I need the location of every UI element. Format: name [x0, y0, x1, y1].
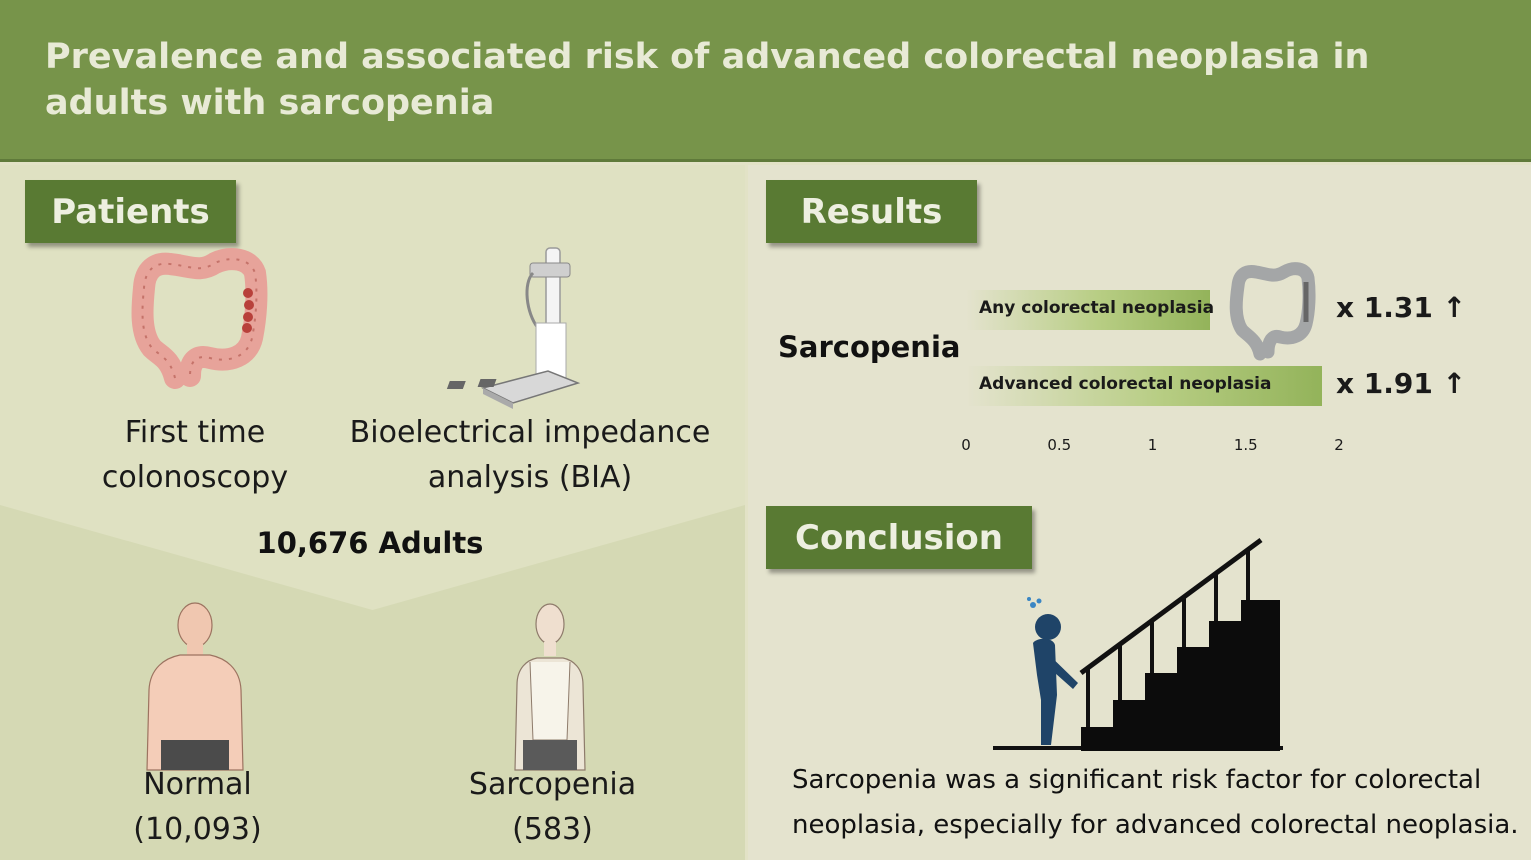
- x-tick-label: 0.5: [1047, 436, 1072, 454]
- bia-machine-icon: [446, 247, 581, 409]
- x-tick-label: 1: [1147, 436, 1158, 454]
- x-tick-label: 1.5: [1233, 436, 1258, 454]
- bar-1: [966, 366, 1323, 406]
- person-climbing-stairs-icon: [993, 537, 1283, 751]
- normal-person-icon: [146, 602, 244, 771]
- sarcopenia-caption: Sarcopenia (583): [440, 762, 665, 852]
- conclusion-text: Sarcopenia was a significant risk factor…: [792, 765, 1519, 840]
- bar-0: [966, 290, 1211, 330]
- title-banner: Prevalence and associated risk of advanc…: [0, 0, 1531, 162]
- bia-line2: analysis (BIA): [427, 460, 633, 495]
- conclusion-heading: Conclusion: [766, 506, 1032, 569]
- total-adults: 10,676 Adults: [256, 526, 484, 560]
- bar-label-1: Advanced colorectal neoplasia: [979, 374, 1272, 394]
- x-tick-label: 0: [961, 436, 971, 454]
- sarcopenia-label: Sarcopenia: [468, 767, 637, 802]
- bia-line1: Bioelectrical impedance: [349, 415, 711, 450]
- bar-label-0: Any colorectal neoplasia: [979, 298, 1215, 318]
- x-tick-label: 2: [1334, 436, 1344, 454]
- results-heading: Results: [766, 180, 977, 243]
- colonoscopy-line2: colonoscopy: [101, 460, 289, 495]
- colonoscopy-caption: First time colonoscopy: [80, 410, 310, 500]
- bar-value-label-0: x 1.31 ↑: [1336, 291, 1467, 324]
- normal-count: (10,093): [133, 812, 262, 847]
- sarcopenia-count: (583): [512, 812, 593, 847]
- colonoscopy-line1: First time: [124, 415, 266, 450]
- bia-caption: Bioelectrical impedance analysis (BIA): [340, 410, 720, 500]
- gray-colon-icon: [1229, 262, 1316, 361]
- normal-caption: Normal (10,093): [85, 762, 310, 852]
- normal-label: Normal: [143, 767, 252, 802]
- page-title: Prevalence and associated risk of advanc…: [45, 37, 1370, 123]
- sarcopenia-person-icon: [514, 603, 586, 771]
- patients-heading: Patients: [25, 180, 236, 243]
- results-group-label: Sarcopenia: [778, 330, 961, 364]
- colon-icon: [131, 248, 268, 389]
- bar-value-label-1: x 1.91 ↑: [1336, 367, 1467, 400]
